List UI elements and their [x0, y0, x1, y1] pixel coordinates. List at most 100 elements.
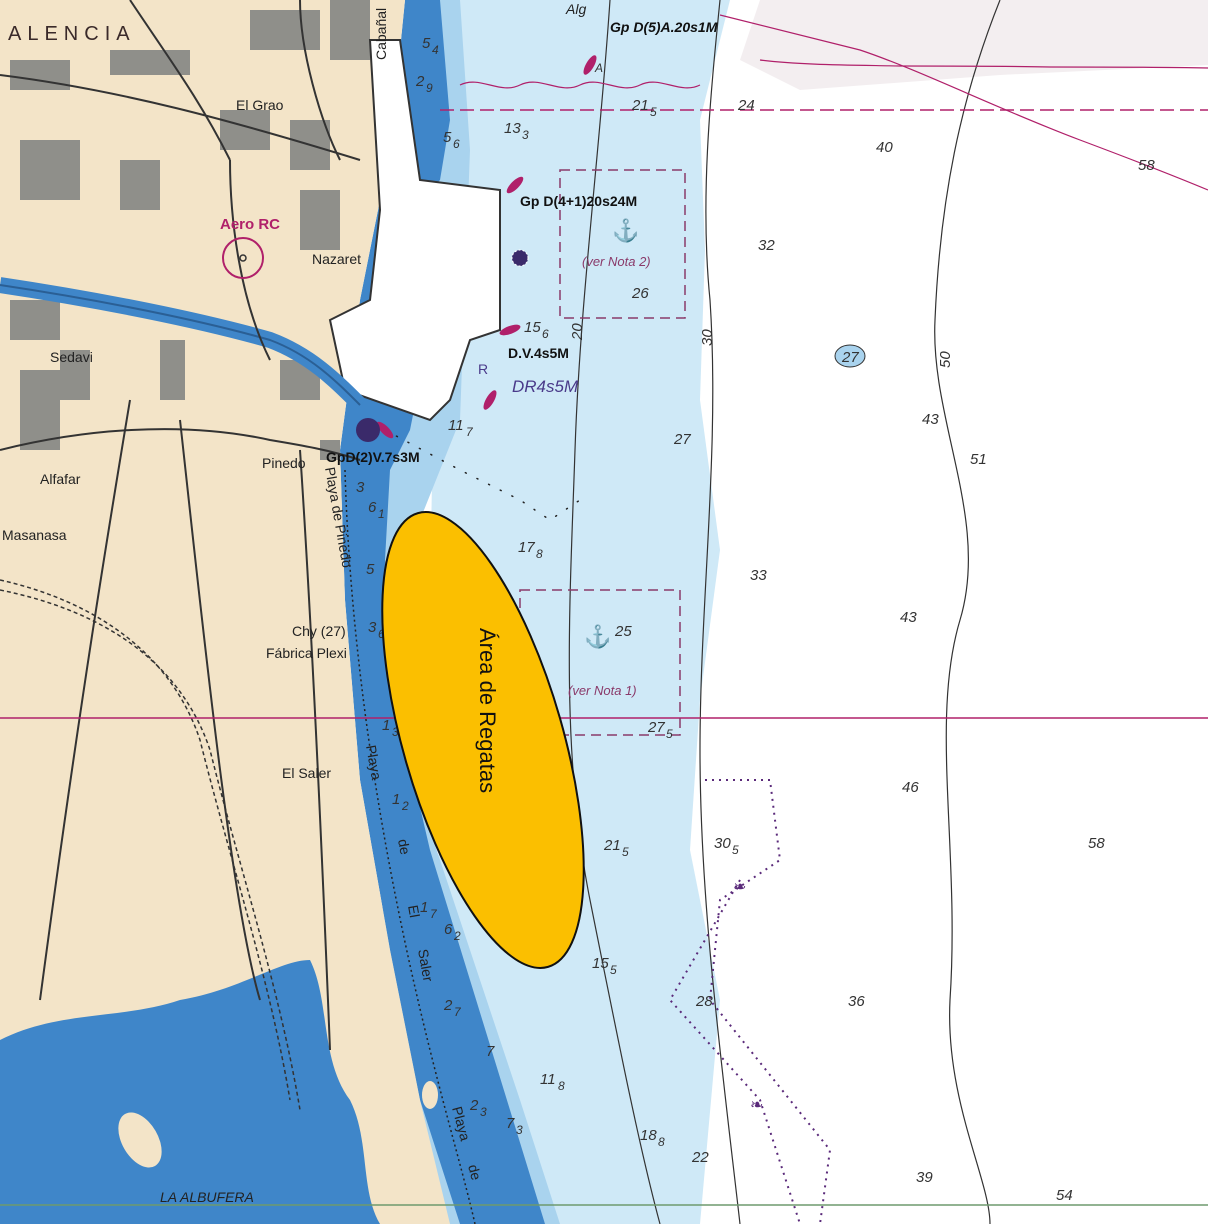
wreck-icon — [511, 249, 529, 267]
label-aero: Aero RC — [220, 216, 280, 233]
depth-contours — [568, 0, 1001, 1224]
boundary-lines — [0, 109, 1208, 1224]
svg-text:40: 40 — [876, 139, 893, 156]
marina-icon — [356, 418, 380, 442]
port-area — [328, 39, 501, 422]
svg-text:7: 7 — [506, 1115, 515, 1132]
regatta-area-label: Área de Regatas — [475, 628, 500, 793]
svg-text:11: 11 — [540, 1071, 556, 1088]
svg-text:27: 27 — [673, 431, 691, 448]
svg-text:2: 2 — [415, 73, 425, 90]
label-playa-saler-4: Saler — [415, 948, 436, 983]
urban-blocks — [10, 0, 370, 460]
anchor-icon: ⚓ — [584, 624, 611, 649]
svg-text:43: 43 — [922, 411, 939, 428]
mark-r: R — [478, 361, 488, 377]
light-label-2: Gp D(4+1)20s24M — [520, 193, 637, 209]
light-label-1: Gp D(5)A.20s1M — [610, 19, 718, 35]
svg-text:5: 5 — [622, 845, 629, 859]
svg-text:2: 2 — [443, 997, 453, 1014]
fish-icon: ❧ — [750, 1097, 763, 1114]
svg-text:3: 3 — [356, 479, 365, 496]
label-cabanal: Cabañal — [373, 8, 389, 60]
svg-text:5: 5 — [732, 843, 739, 857]
svg-text:5: 5 — [610, 963, 617, 977]
label-nazaret: Nazaret — [312, 251, 361, 267]
svg-text:43: 43 — [900, 609, 917, 626]
svg-text:58: 58 — [1088, 835, 1105, 852]
svg-text:5: 5 — [666, 727, 673, 741]
label-playa-saler-1: Playa — [363, 744, 385, 781]
label-chy: Chy (27) — [292, 623, 346, 639]
svg-text:9: 9 — [426, 81, 433, 95]
regatta-area[interactable] — [341, 491, 625, 989]
svg-text:6: 6 — [368, 499, 377, 516]
svg-text:7: 7 — [430, 907, 438, 921]
coastline — [344, 469, 476, 1224]
svg-text:11: 11 — [448, 417, 464, 434]
svg-text:27: 27 — [647, 719, 665, 736]
svg-text:3: 3 — [516, 1123, 523, 1137]
label-el-saler: El Saler — [282, 765, 331, 781]
svg-text:26: 26 — [631, 285, 649, 302]
svg-text:51: 51 — [970, 451, 987, 468]
svg-text:7: 7 — [486, 1043, 495, 1060]
fish-icon: ❧ — [733, 879, 746, 896]
svg-text:15: 15 — [524, 319, 541, 336]
svg-text:7: 7 — [466, 425, 474, 439]
railway — [0, 579, 301, 1111]
svg-text:13: 13 — [504, 120, 521, 137]
svg-text:8: 8 — [558, 1079, 565, 1093]
svg-text:1: 1 — [378, 507, 385, 521]
svg-text:18: 18 — [640, 1127, 657, 1144]
svg-text:8: 8 — [658, 1135, 665, 1149]
svg-text:1: 1 — [392, 791, 400, 808]
aero-circle — [222, 237, 264, 279]
anchor-icon: ⚓ — [612, 218, 639, 243]
svg-text:27: 27 — [841, 349, 859, 366]
svg-text:6: 6 — [378, 627, 385, 641]
svg-text:6: 6 — [444, 921, 453, 938]
cable-wave-lines — [459, 14, 1208, 191]
svg-text:50: 50 — [937, 351, 954, 368]
label-el-grao: El Grao — [236, 97, 284, 113]
svg-text:15: 15 — [592, 955, 609, 972]
svg-text:6: 6 — [453, 137, 460, 151]
svg-text:58: 58 — [1138, 157, 1155, 174]
roads — [0, 0, 361, 1051]
svg-text:2: 2 — [401, 799, 409, 813]
label-pinedo: Pinedo — [262, 455, 306, 471]
svg-text:25: 25 — [614, 623, 632, 640]
svg-text:39: 39 — [916, 1169, 933, 1186]
svg-text:17: 17 — [518, 539, 535, 556]
label-fabrica: Fábrica Plexi — [266, 645, 347, 661]
label-masanasa: Masanasa — [2, 527, 67, 543]
svg-text:3: 3 — [392, 725, 399, 739]
svg-text:32: 32 — [758, 237, 775, 254]
svg-text:8: 8 — [536, 547, 543, 561]
svg-text:3: 3 — [480, 1105, 487, 1119]
svg-text:24: 24 — [737, 97, 755, 114]
label-playa-saler-2: de — [395, 838, 413, 856]
shoal-marker — [834, 344, 866, 368]
svg-text:22: 22 — [691, 1149, 709, 1166]
label-playa-2b: de — [465, 1163, 485, 1182]
light-label-4: DR4s5M — [512, 377, 579, 396]
note-2: (ver Nota 2) — [582, 254, 651, 269]
label-sedavi: Sedavi — [50, 349, 93, 365]
svg-text:5: 5 — [366, 561, 375, 578]
svg-text:28: 28 — [695, 993, 713, 1010]
svg-text:30: 30 — [699, 329, 716, 346]
svg-text:21: 21 — [603, 837, 621, 854]
svg-text:5: 5 — [650, 105, 657, 119]
svg-text:36: 36 — [848, 993, 865, 1010]
light-symbols — [376, 55, 597, 439]
svg-text:20: 20 — [569, 323, 586, 341]
svg-text:1: 1 — [420, 899, 428, 916]
svg-text:7: 7 — [454, 1005, 462, 1019]
svg-text:4: 4 — [432, 43, 439, 57]
svg-text:54: 54 — [1056, 1187, 1073, 1204]
svg-text:1: 1 — [382, 717, 390, 734]
svg-text:2: 2 — [453, 929, 461, 943]
